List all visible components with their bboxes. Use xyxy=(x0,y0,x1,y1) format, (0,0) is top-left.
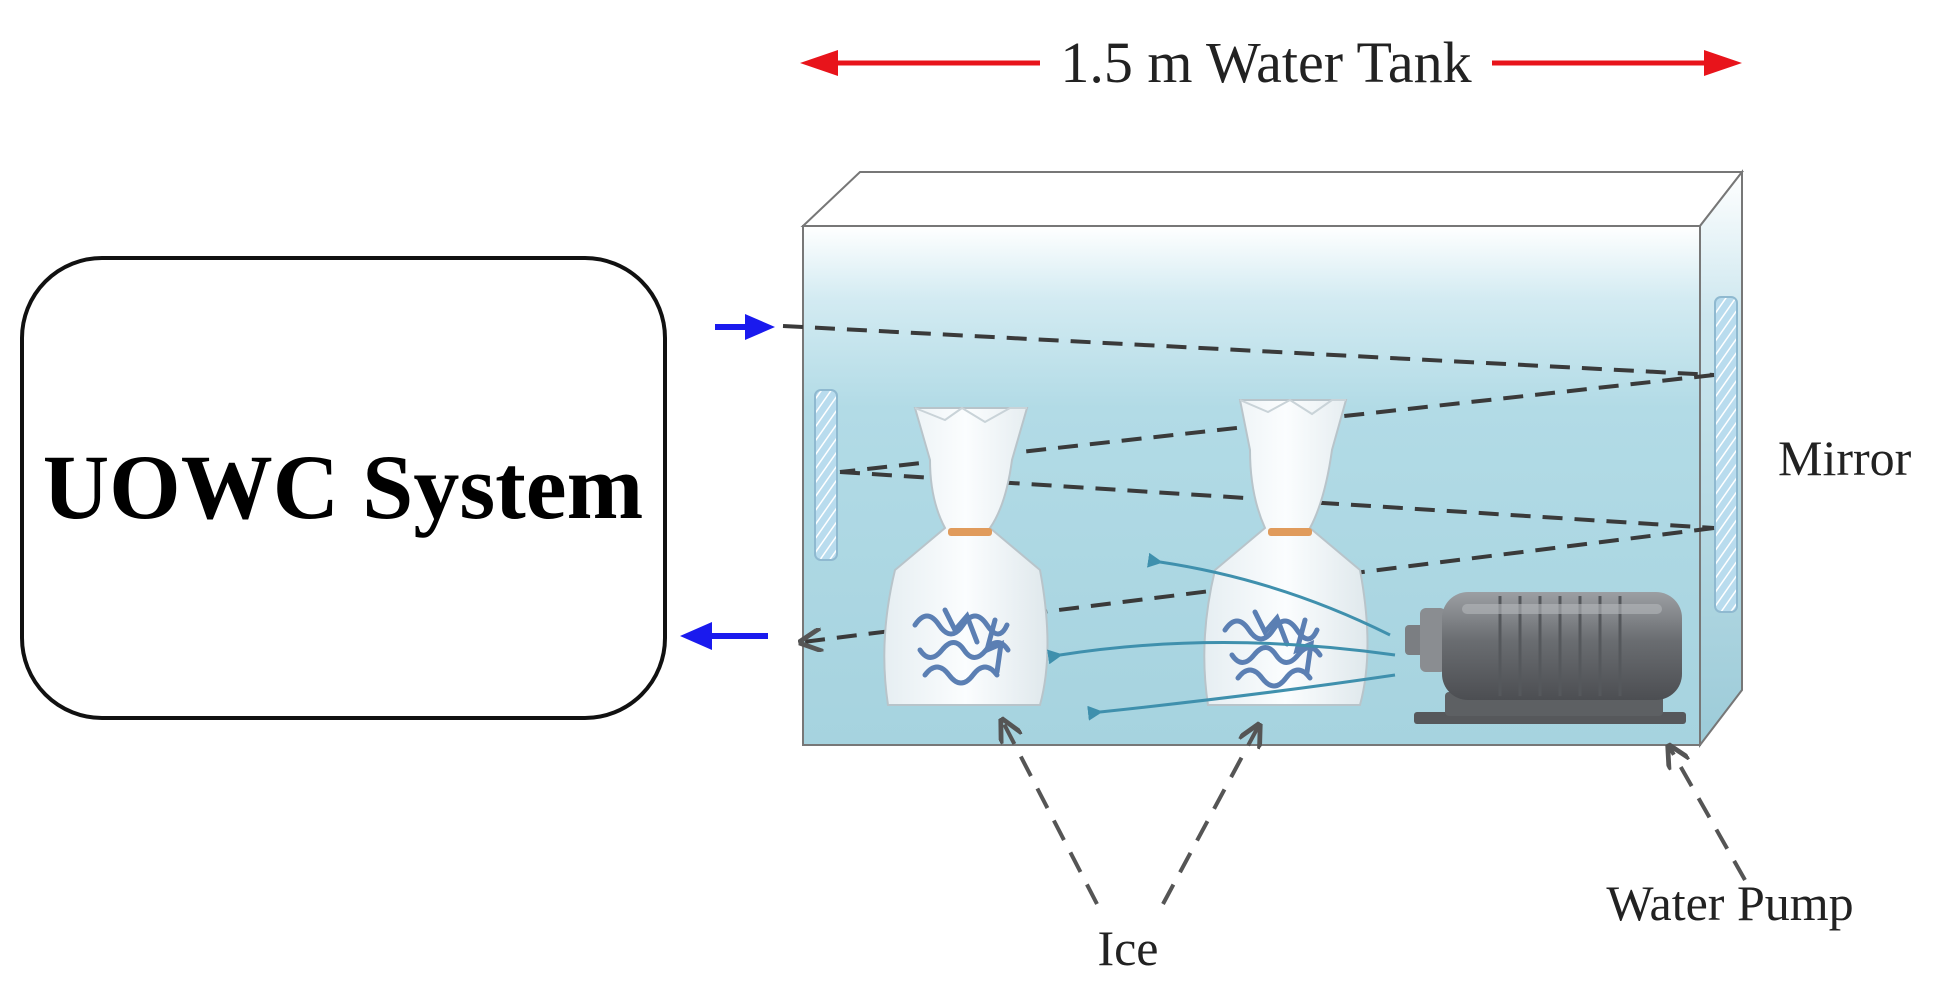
ice-label: Ice xyxy=(1097,920,1158,976)
pump-leader-line xyxy=(1670,748,1747,881)
tank-top-face xyxy=(800,171,1745,227)
uowc-system-box xyxy=(20,256,667,720)
water-pump-label: Water Pump xyxy=(1606,875,1853,931)
mirror-label: Mirror xyxy=(1778,430,1912,486)
water-pump xyxy=(1405,592,1686,724)
tank-width-label: 1.5 m Water Tank xyxy=(1060,30,1471,95)
right-mirror xyxy=(1714,296,1738,613)
left-mirror xyxy=(814,389,838,561)
signal-out-arrow xyxy=(680,622,768,650)
signal-in-arrow xyxy=(715,314,775,340)
ice-leader-lines xyxy=(1003,722,1258,905)
ice-bag-left xyxy=(883,406,1049,706)
tank-width-arrow xyxy=(800,50,1742,76)
ice-bag-right xyxy=(1203,398,1369,706)
water-flow-arrows xyxy=(1046,552,1396,721)
uowc-system-label: UOWC System xyxy=(43,436,644,538)
